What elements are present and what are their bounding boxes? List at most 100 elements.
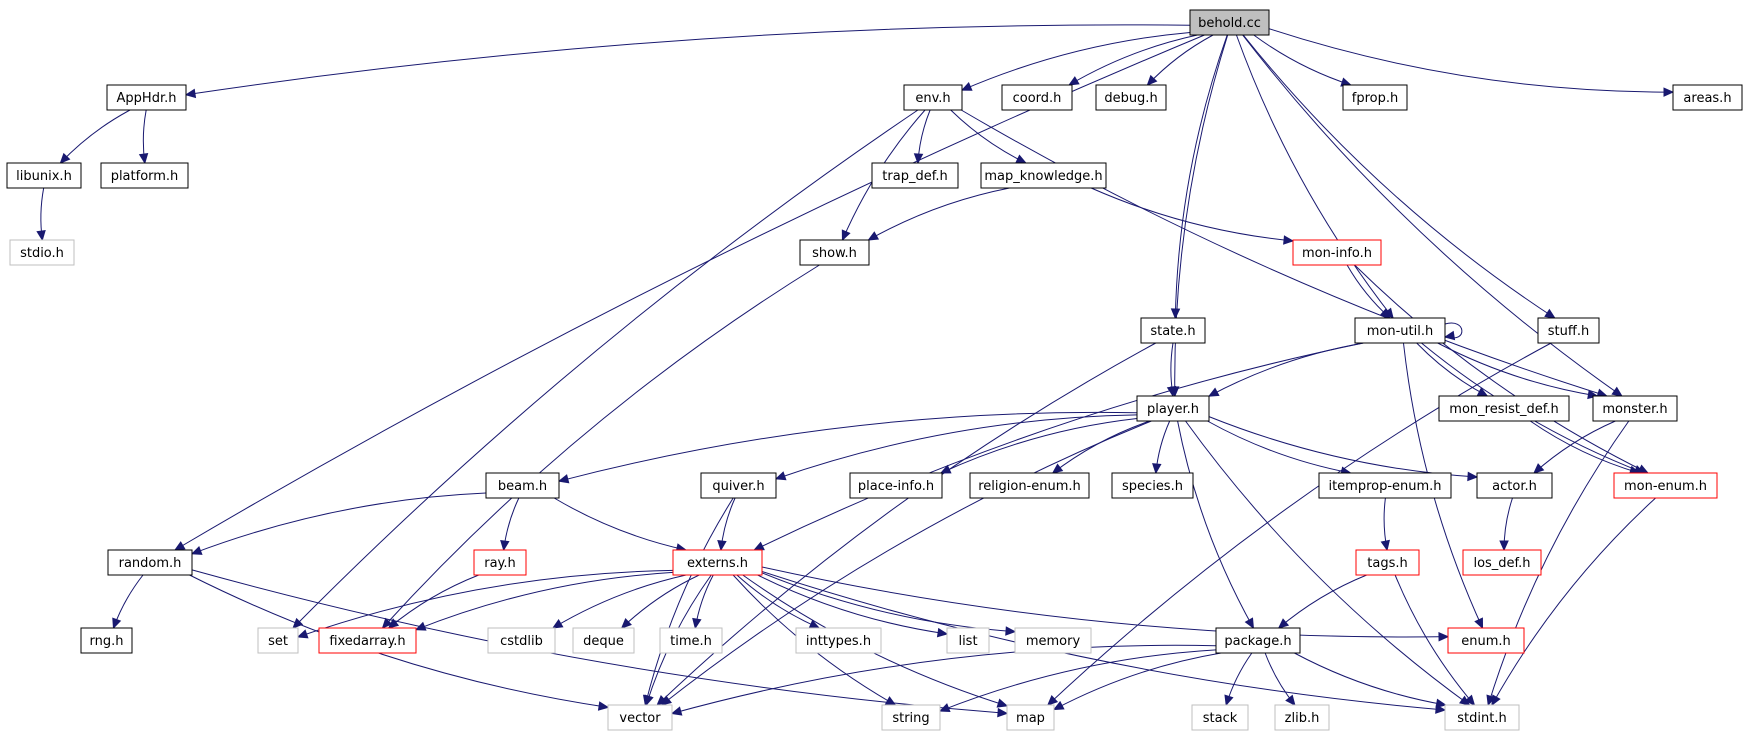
node-env[interactable]: env.h (903, 84, 963, 111)
node-mon-resist-def[interactable]: mon_resist_def.h (1438, 395, 1570, 422)
edge-arrowhead (1533, 463, 1545, 474)
node-label: areas.h (1683, 91, 1731, 106)
node-actor[interactable]: actor.h (1476, 472, 1553, 499)
node-ray[interactable]: ray.h (473, 549, 527, 576)
edge-line (553, 497, 686, 551)
edge-arrowhead (59, 152, 71, 164)
node-religion-enum[interactable]: religion-enum.h (969, 472, 1090, 499)
edge-line (297, 569, 674, 638)
edge-arrowhead (1005, 626, 1017, 636)
node-box (1438, 395, 1570, 422)
node-fprop[interactable]: fprop.h (1342, 84, 1408, 111)
edge-arrowhead (1438, 632, 1450, 642)
node-trap-def[interactable]: trap_def.h (871, 162, 959, 189)
node-zlib: zlib.h (1274, 704, 1330, 731)
edge-line (1487, 420, 1630, 706)
node-quiver[interactable]: quiver.h (700, 472, 777, 499)
node-areas[interactable]: areas.h (1672, 84, 1743, 111)
edge-state-to-player (1166, 342, 1177, 398)
node-rng[interactable]: rng.h (80, 627, 133, 654)
node-place-info[interactable]: place-info.h (849, 472, 943, 499)
node-box (871, 162, 959, 189)
node-libunix[interactable]: libunix.h (6, 162, 82, 189)
node-player[interactable]: player.h (1136, 395, 1210, 422)
node-inttypes: inttypes.h (795, 627, 882, 654)
node-label: memory (1026, 634, 1081, 649)
node-label: time.h (670, 634, 712, 649)
node-stack: stack (1191, 704, 1249, 731)
edge-behold-to-monster (1242, 34, 1623, 397)
node-box (1215, 627, 1301, 654)
node-monster[interactable]: monster.h (1592, 395, 1678, 422)
node-debug[interactable]: debug.h (1095, 84, 1167, 111)
edge-line (1394, 574, 1475, 706)
node-map-knowledge[interactable]: map_knowledge.h (980, 162, 1107, 189)
edge-show-to-fixedarray (381, 264, 820, 629)
node-behold[interactable]: behold.cc (1189, 9, 1270, 36)
edge-player-to-stdint (1185, 420, 1471, 706)
node-fixedarray[interactable]: fixedarray.h (318, 627, 417, 654)
edges-layer (36, 24, 1675, 718)
node-tags[interactable]: tags.h (1355, 549, 1420, 576)
node-mon-info[interactable]: mon-info.h (1292, 239, 1382, 266)
node-label: vector (619, 711, 661, 726)
edge-line (1242, 34, 1556, 319)
edge-arrowhead (1166, 385, 1177, 398)
edge-arrowhead (938, 703, 951, 713)
edge-line (1268, 28, 1674, 93)
node-label: monster.h (1602, 402, 1667, 417)
edge-line (292, 109, 919, 629)
node-apphdr[interactable]: AppHdr.h (106, 84, 187, 111)
edge-behold-to-fprop (1253, 34, 1352, 87)
node-beam[interactable]: beam.h (485, 472, 560, 499)
edge-line (950, 109, 1027, 164)
edge-line (961, 31, 1191, 91)
edge-externs-to-time (692, 574, 714, 630)
edge-arrowhead (414, 621, 427, 631)
edge-tags-to-stdint (1394, 574, 1476, 706)
node-mon-enum[interactable]: mon-enum.h (1613, 472, 1718, 499)
edge-externs-to-enum (761, 566, 1450, 642)
edge-random-to-vector (189, 574, 610, 711)
node-label: libunix.h (16, 169, 72, 184)
node-stuff[interactable]: stuff.h (1537, 317, 1600, 344)
edge-arrowhead (557, 474, 570, 484)
edge-line (1052, 420, 1150, 474)
node-label: player.h (1147, 402, 1199, 417)
node-coord[interactable]: coord.h (1001, 84, 1073, 111)
node-platform[interactable]: platform.h (100, 162, 189, 189)
edge-line (1053, 652, 1222, 710)
edge-mon_util-to-player (1207, 342, 1364, 397)
edge-map_knowledge-to-show (867, 187, 1010, 241)
node-box (700, 472, 777, 499)
edge-arrowhead (1244, 617, 1255, 630)
node-label: ray.h (484, 556, 516, 571)
node-box (9, 239, 75, 266)
node-enum[interactable]: enum.h (1447, 627, 1525, 654)
edge-arrowhead (1544, 308, 1556, 319)
node-show[interactable]: show.h (799, 239, 870, 266)
edge-arrowhead (551, 619, 564, 629)
node-box (1189, 9, 1270, 36)
node-state[interactable]: state.h (1140, 317, 1206, 344)
node-random[interactable]: random.h (107, 549, 193, 576)
node-label: stuff.h (1548, 324, 1589, 339)
node-los-def[interactable]: los_def.h (1462, 549, 1542, 576)
node-mon-util[interactable]: mon-util.h (1354, 317, 1446, 344)
edge-externs-to-cstdlib (551, 574, 687, 629)
edge-arrowhead (644, 694, 654, 707)
node-itemprop-enum[interactable]: itemprop-enum.h (1318, 472, 1452, 499)
edge-line (960, 109, 1607, 397)
node-box (6, 162, 82, 189)
edge-line (671, 644, 1217, 714)
node-externs[interactable]: externs.h (672, 549, 763, 576)
node-box (607, 704, 673, 731)
node-package[interactable]: package.h (1215, 627, 1301, 654)
edge-itemprop_enum-to-tags (1380, 497, 1390, 552)
edge-beam-to-externs (553, 497, 688, 553)
node-species[interactable]: species.h (1111, 472, 1194, 499)
edge-arrowhead (997, 707, 1009, 718)
edge-actor-to-los_def (1499, 497, 1513, 552)
node-box (903, 84, 963, 111)
edge-arrowhead (1170, 308, 1181, 320)
